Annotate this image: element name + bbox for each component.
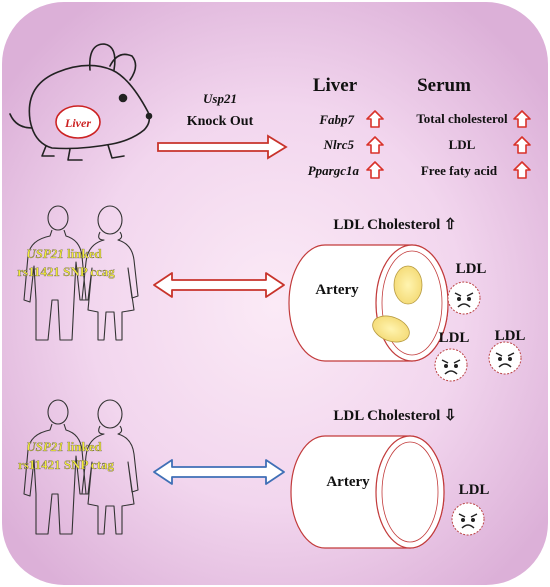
ldl-label: LDL (456, 261, 487, 277)
ldl-cholesterol-down-label: LDL Cholesterol ⇩ (333, 408, 456, 424)
ldl-label: LDL (459, 482, 490, 498)
association-arrow-ccag (153, 272, 285, 298)
serum-ldl: LDL (449, 137, 476, 152)
serum-free-fatty-acid: Free faty acid (421, 163, 498, 178)
artery-clear (290, 435, 445, 549)
liver-organ-label: Liver (64, 116, 91, 130)
up-arrow-icon (366, 136, 384, 154)
ldl-cholesterol-up-label: LDL Cholesterol ⇧ (333, 217, 456, 233)
ldl-particle-icon (434, 348, 468, 382)
snp-ctag-linked: linked (64, 439, 103, 454)
ldl-particle-icon (447, 281, 481, 315)
knockout-text-label: Knock Out (187, 114, 254, 129)
human-couple-illustration (23, 399, 139, 535)
up-arrow-icon (513, 161, 531, 179)
snp-ccag-linked: linked (64, 246, 103, 261)
artery-label: Artery (326, 474, 370, 490)
up-arrow-icon (513, 110, 531, 128)
plaque-deposit (372, 315, 410, 343)
ldl-particle-icon (488, 341, 522, 375)
snp-ccag-line1: USP21 linked (26, 246, 102, 261)
up-arrow-icon (513, 136, 531, 154)
snp-ctag-gene: USP21 (26, 439, 64, 454)
up-arrow-icon (366, 161, 384, 179)
association-arrow-ctag (153, 459, 285, 485)
serum-header: Serum (417, 75, 471, 96)
artery-label: Artery (315, 282, 359, 298)
artery-with-plaque (288, 244, 449, 362)
ldl-label: LDL (495, 328, 526, 344)
snp-ccag-gene: USP21 (26, 246, 64, 261)
plaque-deposit (393, 265, 423, 305)
gene-nlrc5: Nlrc5 (323, 137, 355, 152)
liver-header: Liver (313, 75, 358, 96)
liver-organ (55, 105, 101, 139)
serum-total-cholesterol: Total cholesterol (416, 111, 508, 126)
knockout-gene-label: Usp21 (203, 91, 237, 106)
snp-ccag-line2: rs11421 SNP ccag (17, 264, 115, 279)
gene-ppargc1a: Ppargc1a (308, 163, 360, 178)
ldl-label: LDL (439, 330, 470, 346)
knockout-arrow (157, 134, 288, 160)
snp-ctag-line1: USP21 linked (26, 439, 102, 454)
ldl-particle-icon (451, 502, 485, 536)
snp-ctag-line2: rs11421 SNP ctag (18, 457, 115, 472)
gene-fabp7: Fabp7 (318, 112, 354, 127)
up-arrow-icon (366, 110, 384, 128)
mouse-illustration (9, 43, 153, 161)
human-couple-illustration (23, 205, 139, 341)
